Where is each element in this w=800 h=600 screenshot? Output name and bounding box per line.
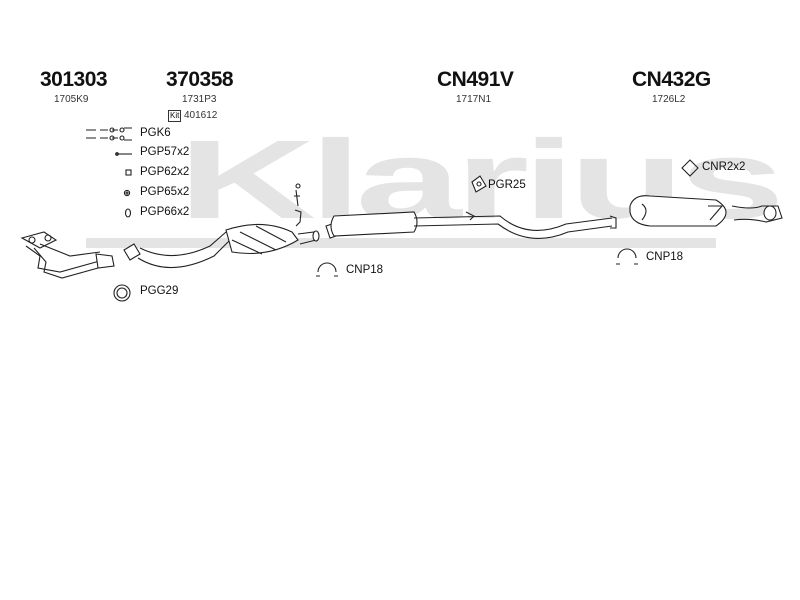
part-code-catalyst: 370358 <box>166 68 234 91</box>
part-code-downpipe: 301303 <box>40 68 108 91</box>
oe-ref-rear-silencer: 1726L2 <box>652 94 686 105</box>
oe-ref-center-silencer: 1717N1 <box>456 94 492 105</box>
center-silencer-drawing <box>325 211 617 239</box>
part-code-rear-silencer: CN432G <box>632 68 711 91</box>
watermark-underline <box>86 238 716 248</box>
part-code-center-silencer: CN491V <box>437 68 514 91</box>
clamp-label-pgr25: PGR25 <box>488 179 526 191</box>
kit-badge: Kit <box>168 110 182 122</box>
clamp-label-cnp18-rear: CNP18 <box>646 251 684 263</box>
clamp-drawings <box>113 159 699 302</box>
oe-ref-downpipe: 1705K9 <box>54 94 89 105</box>
catalyst-drawing <box>123 183 320 269</box>
fitting-label-pgp57: PGP57x2 <box>140 146 190 158</box>
fitting-icons <box>86 127 132 218</box>
downpipe-drawing <box>20 231 115 279</box>
clamp-label-cnr2x2: CNR2x2 <box>702 161 746 173</box>
fitting-label-pgp66: PGP66x2 <box>140 206 190 218</box>
clamp-label-pgg29: PGG29 <box>140 285 179 297</box>
rear-silencer-drawing <box>629 195 783 227</box>
kit-number: 401612 <box>184 110 218 121</box>
fitting-label-pgk6: PGK6 <box>140 127 171 139</box>
oe-ref-catalyst: 1731P3 <box>182 94 217 105</box>
clamp-label-cnp18-center: CNP18 <box>346 264 384 276</box>
fitting-label-pgp65: PGP65x2 <box>140 186 190 198</box>
fitting-label-pgp62: PGP62x2 <box>140 166 190 178</box>
